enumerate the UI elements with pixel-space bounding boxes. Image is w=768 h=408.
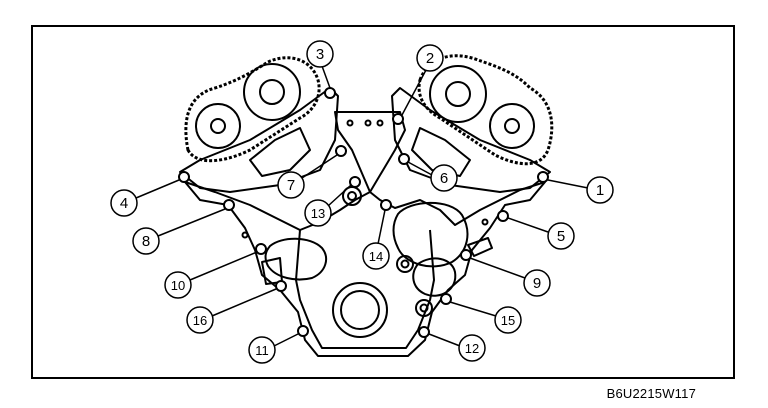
crank-seal-outer: [332, 282, 388, 338]
callout-label-2: 2: [426, 50, 434, 67]
leader-15: [449, 301, 497, 317]
callout-label-10: 10: [171, 278, 185, 293]
bolt-11: [297, 325, 309, 337]
lower-right-boss-inner: [419, 303, 429, 313]
bolt-5: [497, 210, 509, 222]
leader-13: [327, 184, 352, 207]
bolt-15: [440, 293, 452, 305]
callout-circles: [110, 40, 614, 364]
callout-circle-7: [277, 171, 305, 199]
left-cam-sprocket-hub: [259, 79, 285, 105]
callout-label-15: 15: [501, 313, 515, 328]
plate-hole: [376, 119, 384, 127]
leader-12: [428, 333, 461, 347]
cover-inner-edge: [295, 229, 435, 349]
leader-5: [507, 217, 549, 233]
callout-circle-6: [430, 164, 458, 192]
callout-label-7: 7: [287, 177, 295, 194]
oil-pump-boss: [412, 257, 457, 297]
lower-right-boss: [415, 299, 433, 317]
bolt-7: [335, 145, 347, 157]
callout-label-16: 16: [193, 313, 207, 328]
left-sensor-boss: [264, 237, 328, 281]
leader-16: [211, 288, 277, 317]
callout-label-9: 9: [533, 275, 541, 292]
leader-lines: [135, 65, 589, 347]
callout-circle-14: [362, 242, 390, 270]
callout-label-8: 8: [142, 233, 150, 250]
bolt-3: [324, 87, 336, 99]
bolt-13: [349, 176, 361, 188]
callout-circle-10: [164, 271, 192, 299]
left-tensioner-detail: [249, 127, 311, 177]
bolt-heads: [178, 87, 549, 338]
callout-circle-9: [523, 269, 551, 297]
water-pump-opening: [392, 201, 469, 268]
bolt-9: [460, 249, 472, 261]
callout-label-3: 3: [316, 46, 324, 63]
callout-label-14: 14: [369, 249, 383, 264]
left-cam-sprocket-outer: [243, 63, 301, 121]
right-cam-sprocket-hub: [445, 81, 471, 107]
leader-3: [321, 65, 331, 89]
callout-circle-1: [586, 176, 614, 204]
callout-circle-11: [248, 336, 276, 364]
leader-4: [135, 179, 180, 199]
callout-circle-12: [458, 334, 486, 362]
left-exhaust-hub: [210, 118, 226, 134]
leader-7: [301, 154, 338, 179]
figure-code: B6U2215W117: [606, 386, 696, 401]
right-exhaust-sprocket: [489, 103, 535, 149]
plate-hole: [364, 119, 372, 127]
left-timing-chain: [184, 56, 321, 163]
right-timing-chain: [417, 54, 554, 166]
crank-seal-inner: [340, 290, 380, 330]
bolt-16: [275, 280, 287, 292]
lower-boss: [396, 255, 414, 273]
plate-hole: [346, 119, 354, 127]
bolt-2: [392, 113, 404, 125]
right-bracket: [467, 237, 493, 257]
callout-label-11: 11: [255, 343, 269, 358]
right-cam-sprocket-outer: [429, 65, 487, 123]
dowel-hole: [481, 218, 489, 226]
leader-8: [157, 208, 226, 237]
bolt-10: [255, 243, 267, 255]
callout-numbers: 1 2 3 4 5 6 7 8 9 10 11 12 13 14 15 16: [120, 46, 604, 358]
right-tensioner-detail: [411, 127, 471, 177]
callout-circle-8: [132, 227, 160, 255]
lower-boss-inner: [400, 259, 410, 269]
idler-boss-inner: [347, 191, 357, 201]
callout-label-5: 5: [557, 228, 565, 245]
callout-circle-15: [494, 306, 522, 334]
callout-circle-16: [186, 306, 214, 334]
bolt-4: [178, 171, 190, 183]
callout-label-6: 6: [440, 170, 448, 187]
callout-label-4: 4: [120, 195, 128, 212]
callout-circle-13: [304, 199, 332, 227]
leader-11: [273, 333, 299, 347]
right-exhaust-hub: [504, 118, 520, 134]
bolt-8: [223, 199, 235, 211]
leader-9: [469, 257, 526, 279]
callout-circle-5: [547, 222, 575, 250]
leader-10: [189, 251, 258, 281]
leader-1: [547, 179, 589, 189]
callout-label-13: 13: [311, 206, 325, 221]
callout-circle-2: [416, 44, 444, 72]
leader-2: [401, 69, 427, 116]
callout-label-12: 12: [465, 341, 479, 356]
callout-label-1: 1: [596, 182, 604, 199]
leader-14: [377, 209, 386, 245]
bolt-12: [418, 326, 430, 338]
bolt-6: [398, 153, 410, 165]
bolt-1: [537, 171, 549, 183]
callout-circle-3: [306, 40, 334, 68]
left-exhaust-sprocket: [195, 103, 241, 149]
callout-circle-4: [110, 189, 138, 217]
leader-6: [407, 161, 433, 176]
bolt-14: [380, 199, 392, 211]
dowel-hole: [241, 231, 249, 239]
